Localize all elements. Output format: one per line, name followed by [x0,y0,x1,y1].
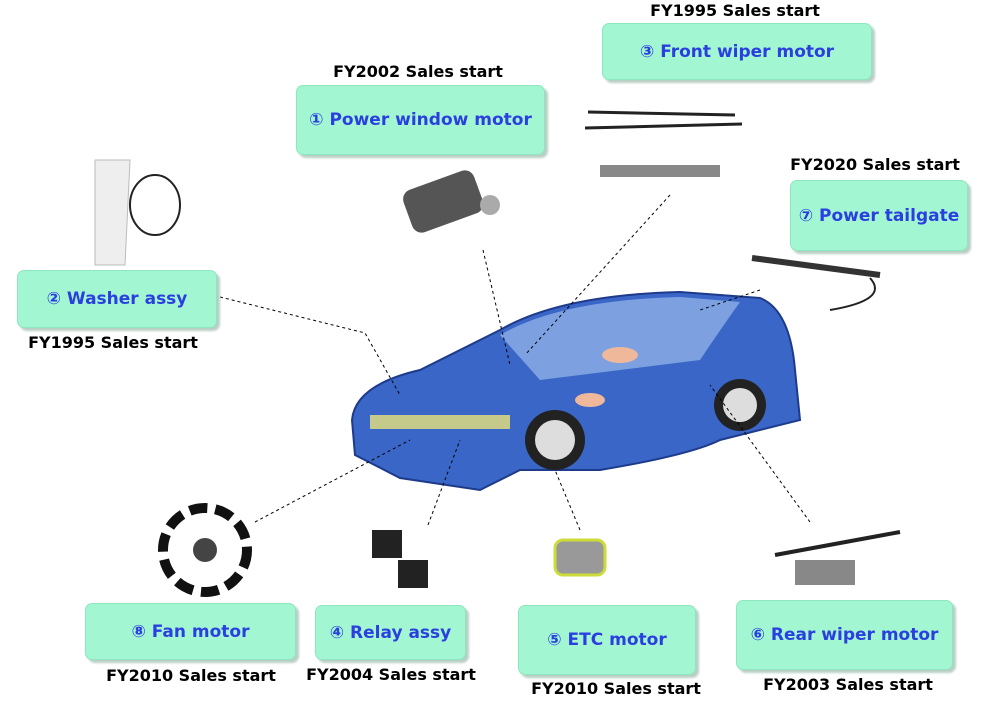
power-tailgate-label: ⑦ Power tailgate [790,180,968,251]
power-window-motor-label: ① Power window motor [296,85,545,155]
car-illustration [350,290,802,492]
etc-motor-image [553,538,607,577]
etc-motor-caption: FY2010 Sales start [531,679,701,698]
power-window-motor-image [403,170,500,233]
leader-lines [219,194,811,531]
washer-assy-image [94,159,181,266]
power-tailgate-caption: FY2020 Sales start [790,155,960,174]
relay-image [372,530,428,588]
etc-motor-label: ⑤ ETC motor [518,605,696,675]
relay-assy-caption: FY2004 Sales start [306,665,476,684]
power-tailgate-image [751,255,881,311]
washer-assy-caption: FY1995 Sales start [28,333,198,352]
rear-wiper-image [774,530,901,585]
power-window-motor-caption: FY2002 Sales start [333,62,503,81]
fan-motor-label: ⑧ Fan motor [85,603,296,660]
front-wiper-motor-label: ③ Front wiper motor [602,23,872,80]
fan-motor-caption: FY2010 Sales start [106,666,276,685]
front-wiper-motor-caption: FY1995 Sales start [650,1,820,20]
washer-assy-label: ② Washer assy [17,270,217,328]
rear-wiper-motor-caption: FY2003 Sales start [763,675,933,694]
relay-assy-label: ④ Relay assy [315,605,466,660]
front-wiper-image [584,110,743,177]
fan-motor-image [158,503,252,597]
rear-wiper-motor-label: ⑥ Rear wiper motor [736,600,953,670]
